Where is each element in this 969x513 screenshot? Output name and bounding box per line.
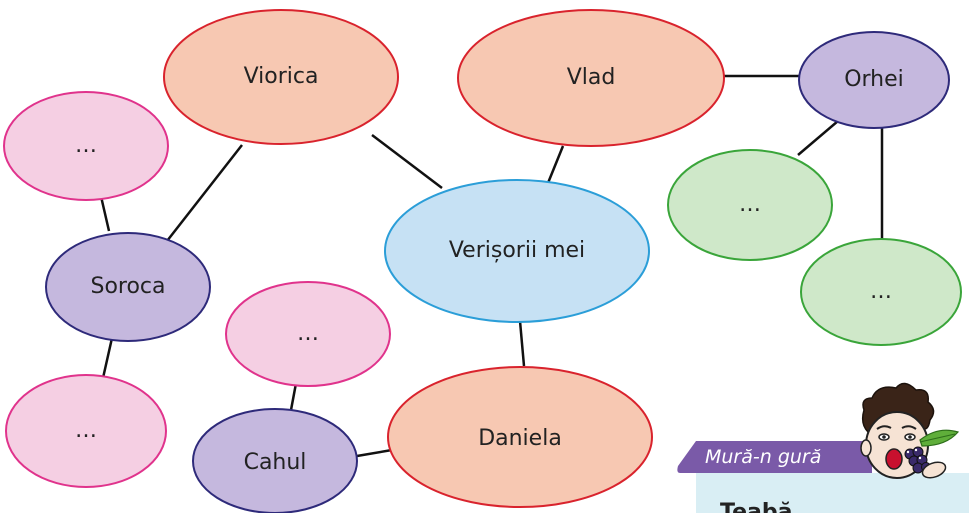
node-daniela-shape <box>387 366 653 508</box>
node-pink-placeholder-1: … <box>3 91 169 201</box>
boy-mascot-icon <box>860 382 960 479</box>
edge-viorica-center <box>371 134 443 189</box>
tip-panel-body-text: Teabă <box>720 500 792 513</box>
node-daniela: Daniela <box>387 366 653 508</box>
node-orhei-label: Orhei <box>844 67 904 92</box>
node-green-placeholder-2-label: … <box>870 279 892 304</box>
node-pink-placeholder-3-shape <box>225 281 391 387</box>
boy-hand <box>921 461 947 479</box>
node-viorica: Viorica <box>163 9 399 145</box>
edges <box>98 74 884 458</box>
edge-orhei-green1 <box>797 120 839 156</box>
node-pink-placeholder-1-shape <box>3 91 169 201</box>
node-soroca-shape <box>45 232 211 342</box>
node-green-placeholder-2: … <box>800 238 962 346</box>
tip-panel: Teabă Mură-n gură <box>677 441 969 513</box>
node-green-placeholder-1-shape <box>667 149 833 261</box>
node-pink-placeholder-2-label: … <box>75 418 97 443</box>
boy-eyebrow-right <box>901 425 917 430</box>
boy-ear-left <box>860 439 872 457</box>
node-pink-placeholder-3-label: … <box>297 321 319 346</box>
edge-cahul-daniela <box>356 448 393 458</box>
node-pink-placeholder-3: … <box>225 281 391 387</box>
boy-eyebrow-left <box>876 425 892 430</box>
node-cahul: Cahul <box>192 408 358 513</box>
edge-vlad-center <box>546 145 565 184</box>
node-green-placeholder-2-shape <box>800 238 962 346</box>
node-center-shape <box>384 179 650 323</box>
node-viorica-label: Viorica <box>244 64 319 89</box>
node-green-placeholder-1: … <box>667 149 833 261</box>
node-orhei-shape <box>798 31 950 129</box>
node-pink-placeholder-2: … <box>5 374 167 488</box>
node-vlad-label: Vlad <box>567 65 616 90</box>
node-vlad: Vlad <box>457 9 725 147</box>
boy-mouth <box>885 448 903 470</box>
node-viorica-shape <box>163 9 399 145</box>
node-daniela-label: Daniela <box>478 426 562 451</box>
node-soroca: Soroca <box>45 232 211 342</box>
node-soroca-label: Soroca <box>90 274 165 299</box>
node-pink-placeholder-2-shape <box>5 374 167 488</box>
node-green-placeholder-1-label: … <box>739 192 761 217</box>
node-cahul-label: Cahul <box>244 450 307 475</box>
node-center: Verișorii mei <box>384 179 650 323</box>
node-vlad-shape <box>457 9 725 147</box>
node-center-label: Verișorii mei <box>449 238 585 263</box>
node-orhei: Orhei <box>798 31 950 129</box>
blackberry-icon <box>904 446 931 474</box>
tip-panel-body <box>696 473 969 513</box>
node-cahul-shape <box>192 408 358 513</box>
tip-panel-tab-text: Mură-n gură <box>705 446 821 468</box>
tip-panel-tab <box>677 441 872 473</box>
edge-center-daniela <box>518 320 526 367</box>
edge-soroca-pink2 <box>101 337 114 379</box>
edge-viorica-soroca <box>166 144 243 242</box>
node-pink-placeholder-1-label: … <box>75 133 97 158</box>
